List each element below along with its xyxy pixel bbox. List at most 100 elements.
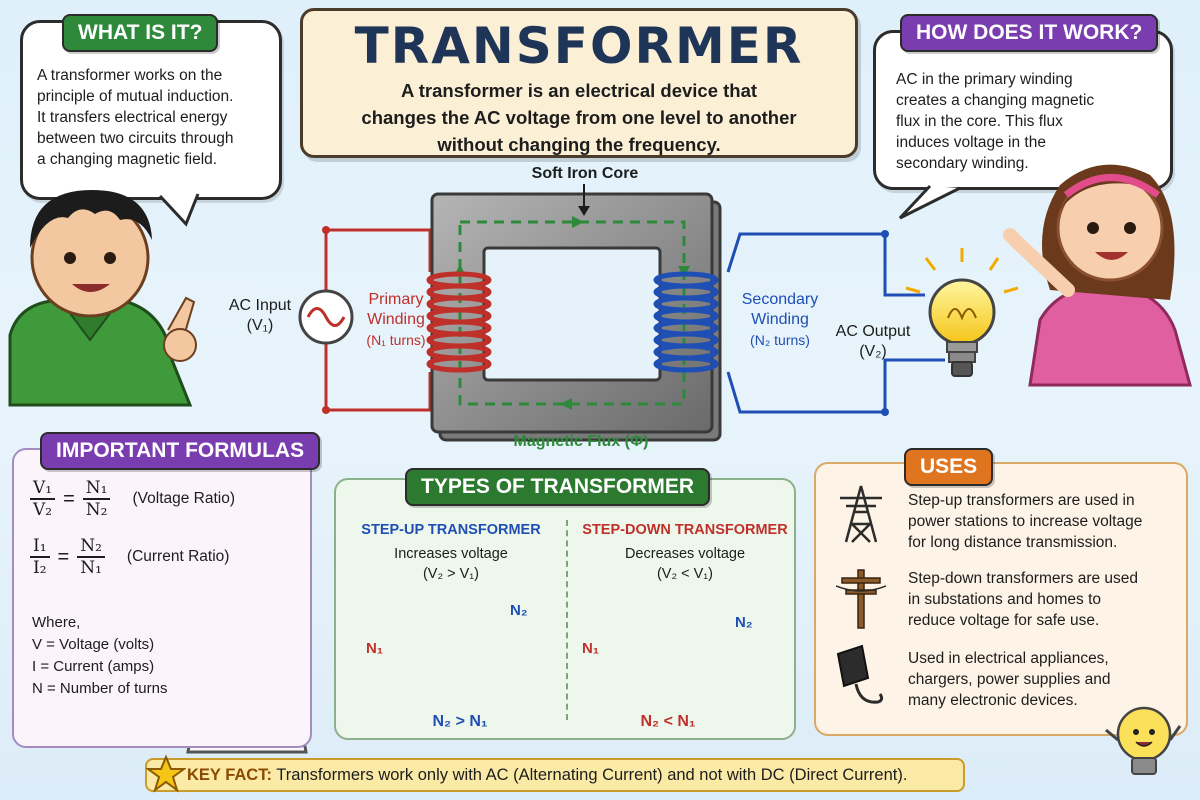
bulb-mascot-illustration bbox=[1105, 706, 1182, 775]
n1-symbol-2: N₁ bbox=[80, 558, 102, 578]
formula-definitions: Where, V = Voltage (volts) I = Current (… bbox=[32, 612, 167, 700]
step-up-condition: (V₂ > V₁) bbox=[422, 566, 480, 582]
subtitle-line-2: changes the AC voltage from one level to… bbox=[361, 107, 797, 128]
n2-symbol-2: N₂ bbox=[77, 536, 105, 558]
voltage-ratio-label: (Voltage Ratio) bbox=[132, 490, 236, 507]
star-icon bbox=[146, 754, 186, 793]
how-it-works-tag: HOW DOES IT WORK? bbox=[900, 14, 1159, 52]
v1-symbol: V₁ bbox=[30, 478, 56, 500]
voltage-definition: V = Voltage (volts) bbox=[32, 636, 155, 653]
use-3-line-1: Used in electrical appliances, bbox=[908, 650, 1109, 667]
formulas-panel bbox=[12, 448, 312, 748]
how-line-3: flux in the core. This flux bbox=[896, 113, 1063, 130]
equals-sign-2: = bbox=[57, 545, 70, 568]
how-line-4: induces voltage in the bbox=[896, 134, 1046, 151]
use-2-line-2: in substations and homes to bbox=[908, 591, 1102, 608]
use-2-line-1: Step-down transformers are used bbox=[908, 570, 1139, 587]
ac-source-icon bbox=[298, 289, 354, 345]
what-line-4: between two circuits through bbox=[37, 130, 234, 147]
secondary-line-3: (N₂ turns) bbox=[750, 332, 810, 348]
step-down-n2-label: N₂ bbox=[735, 614, 753, 631]
use-1-line-3: for long distance transmission. bbox=[908, 534, 1118, 551]
core-label: Soft Iron Core bbox=[531, 165, 639, 182]
step-up-relation: N₂ > N₁ bbox=[432, 713, 488, 730]
utility-pole-icon bbox=[836, 569, 886, 629]
equals-sign: = bbox=[63, 487, 75, 510]
primary-circuit-wires bbox=[324, 228, 432, 412]
types-panel bbox=[334, 478, 796, 740]
secondary-winding-coils bbox=[653, 271, 719, 373]
use-2-line-3: reduce voltage for safe use. bbox=[908, 612, 1100, 629]
step-down-title: STEP-DOWN TRANSFORMER bbox=[582, 522, 788, 538]
voltage-ratio-formula: V₁ V₂ = N₁ N₂ (Voltage Ratio) bbox=[30, 478, 235, 520]
step-down-description: Decreases voltage bbox=[624, 546, 746, 562]
light-bulb-icon bbox=[905, 248, 1019, 377]
primary-line-2: Winding bbox=[367, 311, 425, 328]
soft-iron-core bbox=[430, 192, 722, 442]
ac-input-symbol: (V₁) bbox=[246, 317, 274, 334]
primary-line-3: (N₁ turns) bbox=[366, 332, 426, 348]
formulas-tag: IMPORTANT FORMULAS bbox=[40, 432, 321, 470]
what-line-1: A transformer works on the bbox=[37, 67, 223, 84]
step-down-column: STEP-DOWN TRANSFORMER Decreases voltage … bbox=[580, 520, 790, 584]
uses-panel bbox=[814, 462, 1188, 736]
subtitle-line-3: without changing the frequency. bbox=[437, 134, 721, 155]
v-fraction: V₁ V₂ bbox=[30, 478, 56, 520]
i1-symbol: I₁ bbox=[30, 536, 50, 558]
use-1-line-2: power stations to increase voltage bbox=[908, 513, 1143, 530]
use-1-line-1: Step-up transformers are used in bbox=[908, 492, 1135, 509]
title-card: TRANSFORMER A transformer is an electric… bbox=[300, 8, 858, 158]
charger-icon bbox=[836, 644, 884, 704]
secondary-line-2: Winding bbox=[751, 311, 809, 328]
primary-winding-coils bbox=[426, 271, 492, 373]
types-tag: TYPES OF TRANSFORMER bbox=[405, 468, 711, 506]
step-up-description: Increases voltage bbox=[394, 546, 508, 562]
current-definition: I = Current (amps) bbox=[32, 658, 155, 675]
what-bubble-tail bbox=[158, 193, 200, 227]
secondary-winding-label: Secondary Winding (N₂ turns) bbox=[730, 290, 830, 350]
subtitle-line-1: A transformer is an electrical device th… bbox=[400, 80, 758, 101]
turns-definition: N = Number of turns bbox=[32, 680, 168, 697]
ac-input-label: AC Input (V₁) bbox=[220, 296, 300, 336]
n1-symbol: N₁ bbox=[82, 478, 111, 500]
ac-output-text: AC Output bbox=[835, 323, 911, 340]
what-line-5: a changing magnetic field. bbox=[37, 151, 218, 168]
key-fact-label: KEY FACT: bbox=[187, 766, 272, 784]
where-label: Where, bbox=[32, 614, 81, 631]
uses-tag: USES bbox=[904, 448, 994, 486]
current-ratio-formula: I₁ I₂ = N₂ N₁ (Current Ratio) bbox=[30, 536, 229, 578]
step-up-column: STEP-UP TRANSFORMER Increases voltage (V… bbox=[346, 520, 556, 584]
use-item-step-up: Step-up transformers are used in power s… bbox=[908, 490, 1142, 553]
ac-output-label: AC Output (V₂) bbox=[828, 322, 918, 362]
girl-character-illustration bbox=[1003, 164, 1192, 387]
step-up-n1-label: N₁ bbox=[366, 640, 384, 657]
how-line-5: secondary winding. bbox=[896, 155, 1029, 172]
how-it-works-bubble: AC in the primary winding creates a chan… bbox=[873, 30, 1173, 190]
transmission-tower-icon bbox=[840, 485, 882, 543]
use-3-line-2: chargers, power supplies and bbox=[908, 671, 1111, 688]
how-line-1: AC in the primary winding bbox=[896, 71, 1073, 88]
n-fraction: N₁ N₂ bbox=[82, 478, 111, 520]
step-up-n2-label: N₂ bbox=[510, 602, 528, 619]
primary-winding-label: Primary Winding (N₁ turns) bbox=[356, 290, 436, 350]
ac-input-text: AC Input bbox=[228, 297, 292, 314]
how-line-2: creates a changing magnetic bbox=[896, 92, 1095, 109]
use-item-step-down: Step-down transformers are used in subst… bbox=[908, 568, 1138, 631]
n-inverse-fraction: N₂ N₁ bbox=[77, 536, 105, 578]
secondary-line-1: Secondary bbox=[741, 291, 819, 308]
step-down-n1-label: N₁ bbox=[582, 640, 600, 657]
how-bubble-tail bbox=[898, 184, 961, 220]
v2-symbol: V₂ bbox=[33, 500, 53, 520]
ac-output-symbol: (V₂) bbox=[859, 343, 887, 360]
what-line-3: It transfers electrical energy bbox=[37, 109, 228, 126]
primary-line-1: Primary bbox=[368, 291, 424, 308]
i-fraction: I₁ I₂ bbox=[30, 536, 50, 578]
i2-symbol: I₂ bbox=[33, 558, 47, 578]
use-item-appliances: Used in electrical appliances, chargers,… bbox=[908, 648, 1110, 711]
types-divider bbox=[566, 520, 568, 720]
magnetic-flux-label: Magnetic Flux (Φ) bbox=[513, 433, 649, 450]
use-3-line-3: many electronic devices. bbox=[908, 692, 1078, 709]
step-down-condition: (V₂ < V₁) bbox=[656, 566, 714, 582]
key-fact-text: Transformers work only with AC (Alternat… bbox=[276, 766, 908, 784]
key-fact-banner: KEY FACT: Transformers work only with AC… bbox=[145, 758, 965, 792]
